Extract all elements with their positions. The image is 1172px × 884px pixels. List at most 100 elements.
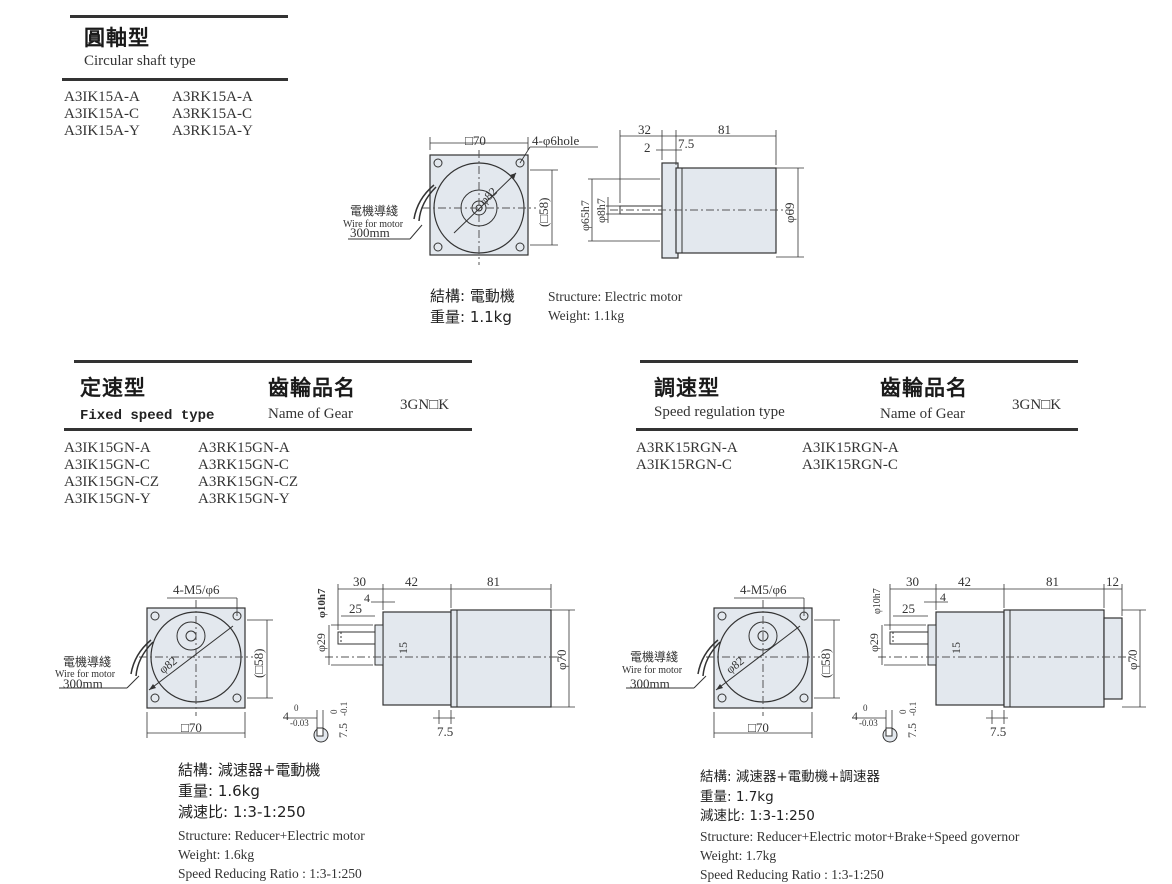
- fixed-d25-label: 25: [349, 601, 362, 616]
- spec-line: 結構: 減速器+電動機+調速器: [700, 769, 880, 785]
- model-item: A3RK15A-A: [172, 89, 253, 105]
- circular-title-en: Circular shaft type: [84, 53, 196, 69]
- circular-d75-label: 7.5: [678, 136, 694, 151]
- fixed-d42-label: 42: [405, 574, 418, 589]
- regulation-spec-en: Structure: Reducer+Electric motor+Brake+…: [700, 827, 1019, 884]
- regulation-d75-label: 7.5: [990, 724, 1006, 739]
- fixed-motor-drawing: 4-M5/φ6 φ82 (□58) □70 電機導綫 Wire for moto…: [55, 574, 575, 743]
- regulation-d30-label: 30: [906, 574, 919, 589]
- fixed-title-cn: 定速型: [80, 376, 146, 400]
- circular-d2-label: 2: [644, 140, 651, 155]
- regulation-key-h: 7.5: [905, 723, 919, 738]
- model-item: A3RK15GN-Y: [198, 491, 290, 507]
- regulation-key-w-tol: 0: [863, 703, 868, 713]
- fixed-key-h-tol2: -0.1: [339, 702, 349, 716]
- spec-line: Structure: Reducer+Electric motor: [178, 828, 365, 843]
- model-item: A3RK15A-C: [172, 106, 253, 122]
- circular-top-rule: [70, 15, 288, 18]
- fixed-wire-cn: 電機導綫: [63, 654, 111, 669]
- circular-bottom-rule: [62, 78, 288, 81]
- fixed-d81-label: 81: [487, 574, 500, 589]
- fixed-bottom-rule: [64, 428, 472, 431]
- fixed-holes-label: 4-M5/φ6: [173, 582, 220, 597]
- regulation-gear-code: 3GN□K: [1012, 397, 1062, 413]
- spec-line: Structure: Reducer+Electric motor+Brake+…: [700, 829, 1020, 844]
- regulation-d81-label: 81: [1046, 574, 1059, 589]
- fixed-key-w-tol: 0: [294, 703, 299, 713]
- fixed-models-col2: A3RK15GN-A A3RK15GN-C A3RK15GN-CZ A3RK15…: [198, 440, 298, 508]
- fixed-top-rule: [74, 360, 472, 363]
- model-item: A3IK15GN-CZ: [64, 474, 159, 490]
- spec-line: Weight: 1.6kg: [178, 847, 255, 862]
- fixed-key-w: 4: [283, 709, 289, 723]
- regulation-gear-en: Name of Gear: [880, 406, 965, 422]
- model-item: A3IK15A-A: [64, 89, 140, 105]
- fixed-gear-cn: 齒輪品名: [268, 376, 356, 400]
- spec-line: 減速比: 1:3-1:250: [178, 803, 306, 821]
- spec-line: Speed Reducing Ratio : 1:3-1:250: [700, 867, 884, 882]
- model-item: A3IK15GN-C: [64, 457, 150, 473]
- model-item: A3RK15GN-A: [198, 440, 290, 456]
- regulation-models-col1: A3RK15RGN-A A3IK15RGN-C: [636, 440, 738, 474]
- circular-wire-cn: 電機導綫: [350, 203, 398, 218]
- regulation-d70-label: φ70: [1125, 649, 1140, 670]
- regulation-wire-en: Wire for motor: [622, 665, 683, 676]
- circular-d69-label: φ69: [782, 202, 797, 223]
- fixed-gear-code: 3GN□K: [400, 397, 450, 413]
- spec-line: Structure: Electric motor: [548, 289, 683, 304]
- fixed-d15-label: 15: [396, 642, 410, 654]
- fixed-d30-label: 30: [353, 574, 366, 589]
- spec-line: 重量: 1.1kg: [430, 308, 512, 326]
- circular-models-col1: A3IK15A-A A3IK15A-C A3IK15A-Y: [64, 89, 140, 140]
- spec-line: 重量: 1.7kg: [700, 788, 774, 805]
- regulation-side-view: 30 42 81 12 4 25 φ10h7 φ29 15 φ70 7.5 4 …: [852, 574, 1146, 743]
- spec-line: Weight: 1.7kg: [700, 848, 777, 863]
- fixed-d29-label: φ29: [314, 633, 328, 652]
- fixed-d70-label: φ70: [554, 649, 569, 670]
- fixed-front-view: 4-M5/φ6 φ82 (□58) □70 電機導綫 Wire for moto…: [55, 582, 273, 738]
- regulation-wire-len: 300mm: [630, 676, 670, 691]
- fixed-spec-cn: 結構: 減速器+電動機 重量: 1.6kg 減速比: 1:3-1:250: [178, 760, 320, 823]
- circular-motor-drawing: □70 4-φ6hole φ82 (□58) 電機導綫 Wire for mot…: [343, 122, 804, 265]
- regulation-d4-label: 4: [940, 590, 946, 604]
- model-item: A3RK15GN-CZ: [198, 474, 298, 490]
- regulation-d25-label: 25: [902, 601, 915, 616]
- circular-inner-label: (□58): [536, 197, 551, 227]
- model-item: A3RK15GN-C: [198, 457, 289, 473]
- circular-wire-en: Wire for motor: [343, 219, 404, 230]
- circular-side-view: 32 81 2 7.5 φ65h7 φ8h7 φ69: [578, 122, 804, 259]
- fixed-wire-en: Wire for motor: [55, 669, 116, 680]
- circular-wire-len: 300mm: [350, 225, 390, 240]
- fixed-models-col1: A3IK15GN-A A3IK15GN-C A3IK15GN-CZ A3IK15…: [64, 440, 159, 508]
- fixed-square-label: □70: [181, 720, 202, 735]
- model-item: A3IK15A-C: [64, 106, 139, 122]
- circular-models-col2: A3RK15A-A A3RK15A-C A3RK15A-Y: [172, 89, 253, 140]
- regulation-spec-cn: 結構: 減速器+電動機+調速器 重量: 1.7kg 減速比: 1:3-1:250: [700, 768, 880, 827]
- spec-line: 減速比: 1:3-1:250: [700, 808, 815, 824]
- model-item: A3RK15RGN-A: [636, 440, 738, 456]
- regulation-square-label: □70: [748, 720, 769, 735]
- regulation-d15-label: 15: [949, 642, 963, 654]
- fixed-spec-en: Structure: Reducer+Electric motor Weight…: [178, 826, 365, 883]
- circular-spec-cn: 結構: 電動機 重量: 1.1kg: [430, 286, 515, 328]
- regulation-top-rule: [640, 360, 1078, 363]
- circular-d8-label: φ8h7: [594, 198, 608, 223]
- regulation-title-en: Speed regulation type: [654, 404, 785, 420]
- circular-holes-label: 4-φ6hole: [532, 133, 579, 148]
- regulation-key-h-tol: 0: [898, 709, 908, 714]
- regulation-bottom-rule: [636, 428, 1078, 431]
- regulation-d12-label: 12: [1106, 574, 1119, 589]
- fixed-d75-label: 7.5: [437, 724, 453, 739]
- regulation-inner-label: (□58): [818, 648, 833, 678]
- circular-d32-label: 32: [638, 122, 651, 137]
- spec-line: 結構: 減速器+電動機: [178, 761, 321, 779]
- fixed-d10-label: φ10h7: [316, 588, 328, 618]
- fixed-wire-len: 300mm: [63, 676, 103, 691]
- fixed-gear-en: Name of Gear: [268, 406, 353, 422]
- fixed-d4-label: 4: [364, 591, 370, 605]
- model-item: A3IK15GN-A: [64, 440, 151, 456]
- spec-line: Speed Reducing Ratio : 1:3-1:250: [178, 866, 362, 881]
- regulation-motor-drawing: 4-M5/φ6 φ82 (□58) □70 電機導綫 Wire for moto…: [622, 574, 1146, 743]
- model-item: A3IK15RGN-A: [802, 440, 899, 456]
- fixed-key-h: 7.5: [336, 723, 350, 738]
